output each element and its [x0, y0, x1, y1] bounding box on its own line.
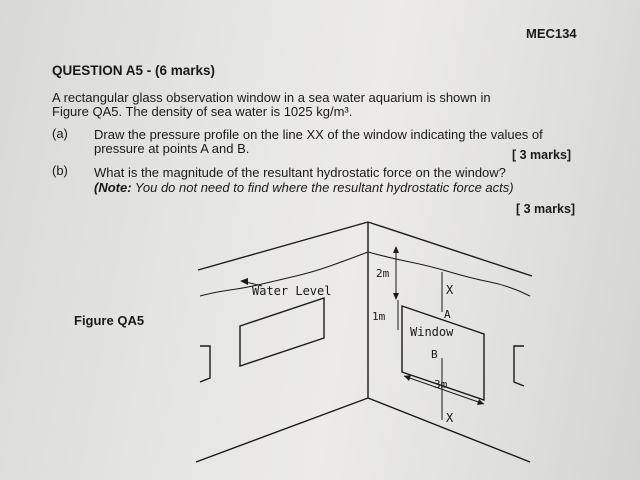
part-b-marks: [ 3 marks]	[516, 202, 576, 216]
window-label: Window	[410, 325, 454, 339]
intro-line-2: Figure QA5. The density of sea water is …	[52, 104, 353, 119]
part-a-marks: [ 3 marks]	[512, 148, 572, 162]
dim-1m-label: 1m	[372, 310, 386, 323]
point-b-label: B	[431, 348, 438, 361]
bracket-right	[513, 345, 525, 387]
tank-top-right-edge	[367, 221, 533, 277]
dim-3m-line	[403, 375, 485, 405]
left-window	[239, 297, 325, 367]
water-level-arrow	[245, 281, 263, 287]
right-window	[401, 305, 485, 401]
part-a-line-2: pressure at points A and B.	[94, 141, 250, 156]
part-b-label: (b)	[52, 163, 68, 178]
part-a-label: (a)	[52, 126, 68, 141]
x-bottom-label: X	[446, 411, 454, 425]
part-b-note: (Note: You do not need to find where the…	[94, 180, 514, 195]
arrowhead-3m-right	[477, 399, 484, 405]
dim-3m-label: 3m	[434, 378, 448, 391]
arrowhead-3m-left	[404, 375, 411, 381]
dim-2m-label: 2m	[376, 267, 390, 280]
figure-caption: Figure QA5	[74, 313, 145, 328]
tank-bottom-right-edge	[367, 397, 531, 463]
water-level-right	[367, 251, 531, 297]
question-title: QUESTION A5 - (6 marks)	[52, 63, 216, 78]
arrowhead-wl	[240, 278, 248, 285]
tank-bottom-left-edge	[195, 397, 369, 463]
x-top-label: X	[446, 283, 454, 297]
water-level-label: Water Level	[252, 284, 331, 298]
arrowhead-2m-bot	[393, 293, 399, 300]
arrowhead-2m-top	[393, 246, 399, 253]
bracket-left	[199, 345, 211, 383]
part-a-line-1: Draw the pressure profile on the line XX…	[94, 127, 543, 142]
intro-line-1: A rectangular glass observation window i…	[52, 90, 491, 105]
note-bold: (Note:	[94, 180, 132, 195]
course-code: MEC134	[526, 26, 577, 41]
part-b-line-1: What is the magnitude of the resultant h…	[94, 165, 506, 180]
point-a-label: A	[444, 308, 451, 321]
water-level-left	[199, 251, 369, 297]
note-text: You do not need to find where the result…	[131, 180, 514, 195]
tank-top-left-edge	[197, 221, 369, 271]
